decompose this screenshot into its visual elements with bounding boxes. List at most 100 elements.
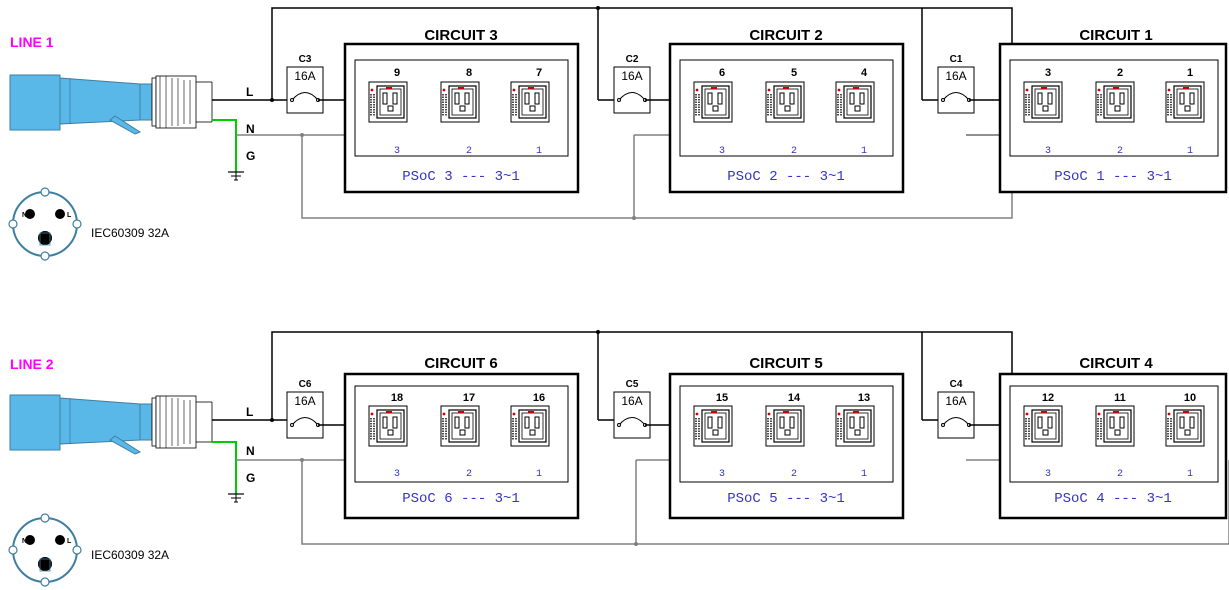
psoc-label: PSoC 5 --- 3~1 bbox=[727, 491, 845, 507]
outlet-phase: 3 bbox=[719, 146, 725, 157]
outlet-number: 10 bbox=[1184, 392, 1196, 404]
socket-pin-live: L bbox=[67, 212, 72, 219]
breaker-id: C3 bbox=[299, 54, 312, 65]
breaker-rating: 16A bbox=[621, 394, 642, 408]
wire-label-live: L bbox=[246, 405, 253, 419]
psoc-label: PSoC 2 --- 3~1 bbox=[727, 169, 845, 185]
outlet-icon bbox=[368, 81, 408, 123]
outlet-phase: 3 bbox=[1045, 469, 1051, 480]
circuit-title: CIRCUIT 1 bbox=[1079, 27, 1152, 44]
outlet-number: 17 bbox=[463, 392, 475, 404]
outlet-number: 11 bbox=[1114, 392, 1126, 404]
breaker-rating: 16A bbox=[621, 69, 642, 83]
outlet-phase: 3 bbox=[394, 469, 400, 480]
psoc-label: PSoC 1 --- 3~1 bbox=[1054, 169, 1172, 185]
outlet-number: 6 bbox=[719, 67, 725, 79]
line-1-label: LINE 1 bbox=[10, 34, 54, 50]
wire-label-live: L bbox=[246, 85, 253, 99]
plug-caption: IEC60309 32A bbox=[91, 226, 169, 240]
outlet-icon bbox=[440, 405, 480, 447]
circuit-title: CIRCUIT 5 bbox=[749, 355, 822, 372]
wire-label-ground: G bbox=[246, 149, 255, 163]
breaker-rating: 16A bbox=[294, 394, 315, 408]
outlet-icon bbox=[693, 405, 733, 447]
circuit-6: CIRCUIT 6 18 17 16 3 2 1 PSoC 6 --- 3~1 bbox=[343, 355, 580, 520]
circuit-title: CIRCUIT 3 bbox=[424, 27, 497, 44]
outlet-phase: 2 bbox=[466, 469, 472, 480]
outlet-icon bbox=[1095, 405, 1135, 447]
outlet-number: 13 bbox=[858, 392, 870, 404]
plug-caption: IEC60309 32A bbox=[91, 548, 169, 562]
outlet-number: 15 bbox=[716, 392, 728, 404]
breaker-c3: C3 16A bbox=[286, 54, 324, 114]
outlet-icon bbox=[765, 405, 805, 447]
outlet-icon bbox=[1095, 81, 1135, 123]
wire-label-neutral: N bbox=[246, 444, 255, 458]
psoc-label: PSoC 6 --- 3~1 bbox=[402, 491, 520, 507]
outlet-number: 3 bbox=[1045, 67, 1051, 79]
breaker-rating: 16A bbox=[294, 69, 315, 83]
outlet-number: 4 bbox=[861, 67, 868, 79]
outlet-icon bbox=[835, 81, 875, 123]
outlet-phase: 2 bbox=[1117, 469, 1123, 480]
circuit-4: CIRCUIT 4 12 11 10 3 2 1 PSoC 4 --- 3~1 bbox=[998, 355, 1228, 520]
outlet-phase: 3 bbox=[394, 146, 400, 157]
circuit-title: CIRCUIT 2 bbox=[749, 27, 822, 44]
outlet-number: 5 bbox=[791, 67, 797, 79]
outlet-icon bbox=[1165, 81, 1205, 123]
outlet-number: 8 bbox=[466, 67, 472, 79]
outlet-phase: 2 bbox=[791, 146, 797, 157]
circuit-3: CIRCUIT 3 9 8 7 3 2 1 PSoC 3 --- 3~1 bbox=[343, 27, 580, 194]
line-2-label: LINE 2 bbox=[10, 356, 54, 372]
outlet-number: 12 bbox=[1042, 392, 1054, 404]
circuit-1: CIRCUIT 1 3 2 1 3 2 1 PSoC 1 --- 3~1 bbox=[998, 27, 1228, 194]
outlet-icon bbox=[1165, 405, 1205, 447]
circuit-2: CIRCUIT 2 6 5 4 3 2 1 PSoC 2 --- 3~1 bbox=[668, 27, 905, 194]
psoc-label: PSoC 4 --- 3~1 bbox=[1054, 491, 1172, 507]
outlet-phase: 1 bbox=[536, 146, 542, 157]
breaker-id: C6 bbox=[299, 379, 312, 390]
outlet-phase: 1 bbox=[1187, 146, 1193, 157]
outlet-icon bbox=[368, 405, 408, 447]
psoc-label: PSoC 3 --- 3~1 bbox=[402, 169, 520, 185]
outlet-icon bbox=[765, 81, 805, 123]
outlet-icon bbox=[510, 405, 550, 447]
breaker-id: C4 bbox=[950, 379, 963, 390]
breaker-c2: C2 16A bbox=[613, 54, 651, 114]
socket-pin-neutral: N bbox=[22, 538, 27, 545]
outlet-icon bbox=[693, 81, 733, 123]
breaker-c6: C6 16A bbox=[286, 379, 324, 439]
breaker-id: C1 bbox=[950, 54, 963, 65]
outlet-number: 14 bbox=[788, 392, 801, 404]
outlet-phase: 1 bbox=[861, 146, 867, 157]
outlet-phase: 2 bbox=[1117, 146, 1123, 157]
industrial-plug-icon bbox=[9, 74, 213, 135]
socket-pin-live: L bbox=[67, 538, 72, 545]
outlet-icon bbox=[835, 405, 875, 447]
outlet-number: 1 bbox=[1187, 67, 1193, 79]
circuit-title: CIRCUIT 6 bbox=[424, 355, 497, 372]
circuit-title: CIRCUIT 4 bbox=[1079, 355, 1153, 372]
wire-label-ground: G bbox=[246, 471, 255, 485]
outlet-phase: 1 bbox=[1187, 469, 1193, 480]
breaker-id: C2 bbox=[626, 54, 639, 65]
socket-pin-neutral: N bbox=[22, 212, 27, 219]
breaker-c4: C4 16A bbox=[937, 379, 975, 439]
outlet-phase: 1 bbox=[536, 469, 542, 480]
breaker-id: C5 bbox=[626, 379, 639, 390]
outlet-icon bbox=[1023, 405, 1063, 447]
outlet-number: 7 bbox=[536, 67, 542, 79]
outlet-phase: 1 bbox=[861, 469, 867, 480]
outlet-number: 9 bbox=[394, 67, 400, 79]
breaker-rating: 16A bbox=[945, 394, 966, 408]
breaker-rating: 16A bbox=[945, 69, 966, 83]
outlet-number: 2 bbox=[1117, 67, 1123, 79]
outlet-phase: 3 bbox=[719, 469, 725, 480]
breaker-c5: C5 16A bbox=[613, 379, 651, 439]
outlet-phase: 2 bbox=[466, 146, 472, 157]
wire-label-neutral: N bbox=[246, 122, 255, 136]
line-2-group: LINE 2 L N G bbox=[8, 330, 1229, 587]
industrial-plug-icon bbox=[9, 394, 213, 455]
outlet-phase: 3 bbox=[1045, 146, 1051, 157]
outlet-icon bbox=[1023, 81, 1063, 123]
